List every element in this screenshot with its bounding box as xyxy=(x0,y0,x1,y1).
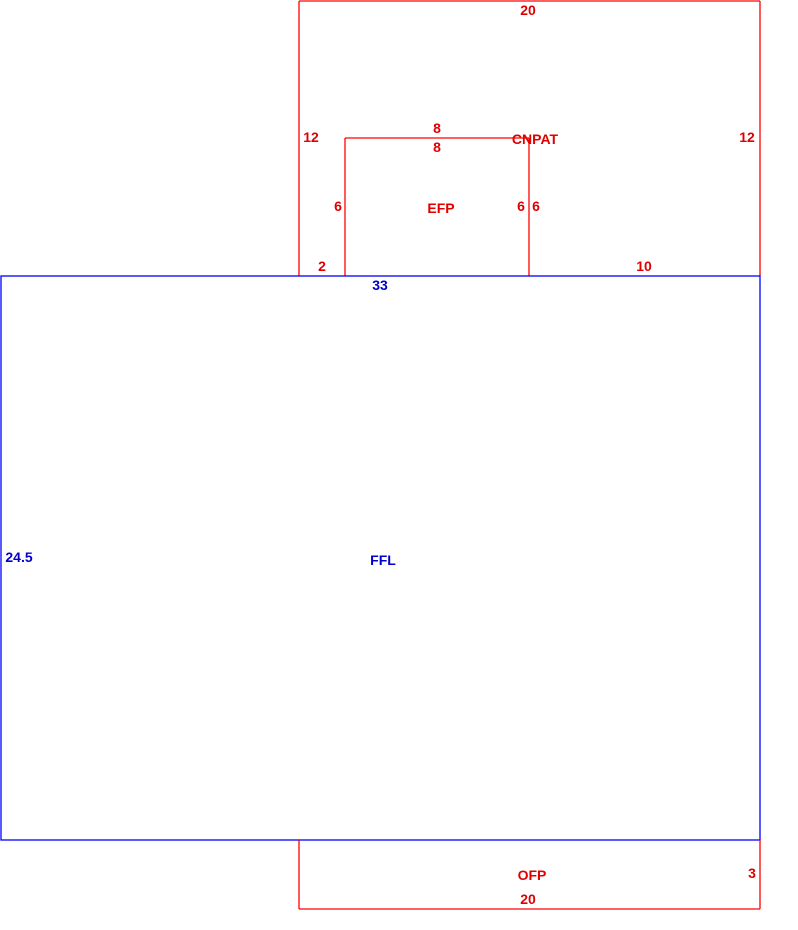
ffl-depth-dimension: 24.5 xyxy=(5,549,32,565)
ffl-width-dimension: 33 xyxy=(372,277,388,293)
cnpat-bottom-right-dimension: 10 xyxy=(636,258,652,274)
cnpat-right-dimension: 12 xyxy=(739,129,755,145)
efp-left-dimension: 6 xyxy=(334,198,342,214)
cnpat-bottom-left-dimension: 2 xyxy=(318,258,326,274)
cnpat-label: CNPAT xyxy=(512,131,559,147)
efp-right-outer-dimension: 6 xyxy=(532,198,540,214)
efp-outline xyxy=(344,137,530,276)
ofp-right-dimension: 3 xyxy=(748,865,756,881)
ffl-outline xyxy=(0,275,761,841)
cnpat-left-dimension: 12 xyxy=(303,129,319,145)
cnpat-outline xyxy=(298,0,761,276)
efp-top-outer-dimension: 8 xyxy=(433,120,441,136)
ofp-outline xyxy=(298,840,761,910)
efp-top-inner-dimension: 8 xyxy=(433,139,441,155)
ofp-label: OFP xyxy=(518,867,547,883)
efp-right-inner-dimension: 6 xyxy=(517,198,525,214)
cnpat-top-dimension: 20 xyxy=(520,2,536,18)
ofp-bottom-dimension: 20 xyxy=(520,891,536,907)
efp-label: EFP xyxy=(427,200,454,216)
ffl-label: FFL xyxy=(370,552,396,568)
